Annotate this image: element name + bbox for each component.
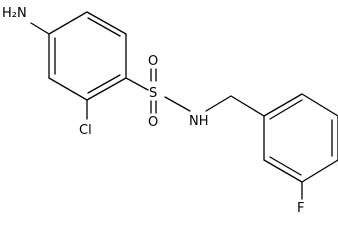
double-bond-inner	[87, 74, 121, 94]
bond	[301, 93, 338, 117]
bond-amine	[30, 22, 50, 35]
structure-diagram: H₂N Cl S O O NH F	[2, 6, 338, 216]
sulfur-label: S	[149, 86, 157, 101]
bond-n-ch2	[205, 95, 232, 112]
bond-s-n	[164, 96, 191, 112]
chloro-label: Cl	[79, 123, 92, 138]
bond	[301, 159, 338, 183]
fluorophenyl-ring	[263, 93, 338, 183]
double-bond-inner	[269, 156, 302, 176]
bond	[86, 77, 127, 101]
double-bond-inner	[269, 99, 303, 120]
bond	[48, 77, 88, 101]
bond	[86, 11, 127, 35]
bond	[48, 11, 88, 35]
bond-ch2-ring	[230, 95, 265, 117]
chlorophenyl-ring	[48, 11, 127, 101]
oxygen-bottom-label: O	[148, 115, 158, 130]
fluoro-label: F	[297, 201, 304, 216]
bond	[263, 159, 303, 183]
oxygen-top-label: O	[148, 54, 158, 69]
bond-c-s	[125, 77, 149, 91]
double-bond-inner	[87, 17, 121, 37]
bond	[263, 93, 303, 117]
amine-label: H₂N	[2, 6, 27, 21]
amide-nh-label: NH	[189, 114, 209, 129]
